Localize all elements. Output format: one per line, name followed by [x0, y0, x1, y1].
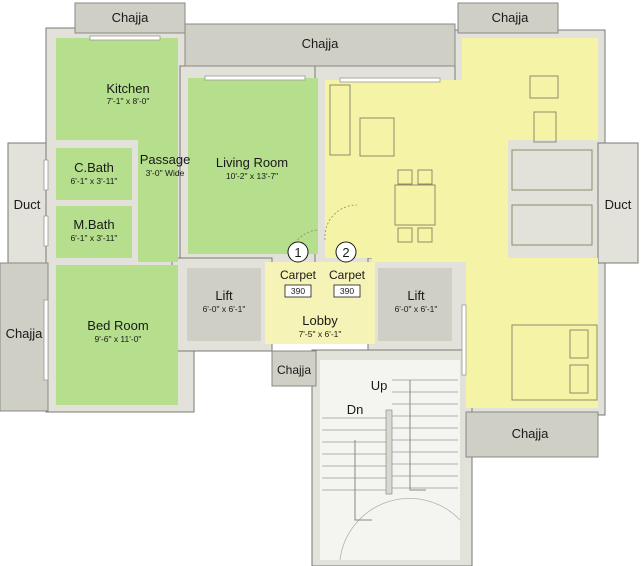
lobby-area — [265, 262, 375, 344]
unit-1-number: 1 — [294, 245, 301, 260]
bedroom-window — [43, 299, 49, 381]
unit-2-marker — [335, 241, 357, 263]
living-room-area — [188, 78, 318, 254]
lift-right-area — [378, 268, 452, 341]
right-bedroom-window — [461, 304, 467, 376]
passage-name: Passage — [140, 152, 191, 167]
duct-right-wall — [597, 142, 639, 264]
chajja-top-right-label: Chajja — [492, 10, 530, 25]
unit-1-area: 390 — [291, 286, 305, 296]
bedroom-area — [56, 265, 178, 405]
unit-1-carpet-label: Carpet — [280, 268, 317, 282]
chajja-left — [0, 262, 49, 412]
lobby-name: Lobby — [302, 313, 338, 328]
right-living-window — [339, 77, 441, 83]
mbath-area — [56, 206, 132, 258]
lift-right-dim: 6'-0" x 6'-1" — [395, 304, 438, 314]
chajja-bottom-right-label: Chajja — [512, 426, 550, 441]
stair-treads — [322, 379, 461, 561]
unit-1-area-box — [284, 284, 312, 298]
duct-left-wall — [7, 142, 49, 264]
kitchen-dim: 7'-1" x 8'-0" — [107, 96, 150, 106]
lobby-dim: 7'-5" x 6'-1" — [299, 329, 342, 339]
kitchen-area — [56, 38, 178, 140]
passage-dim: 3'-0" Wide — [146, 168, 185, 178]
unit-2-carpet-label: Carpet — [329, 268, 366, 282]
kitchen-name: Kitchen — [106, 81, 149, 96]
living-window — [204, 75, 306, 81]
right-unit-furniture — [329, 75, 598, 401]
cbath-name: C.Bath — [74, 160, 114, 175]
duct-right-label: Duct — [605, 197, 632, 212]
kitchen-window — [89, 35, 161, 41]
cbath-dim: 6'-1" x 3'-11" — [71, 176, 118, 186]
cbath-area — [56, 148, 132, 200]
unit-1-marker — [287, 241, 309, 263]
mbath-window — [43, 215, 49, 247]
bedroom-name: Bed Room — [87, 318, 148, 333]
living-room-name: Living Room — [216, 155, 288, 170]
lift-left-area — [187, 268, 261, 341]
chajja-bottom-center-label: Chajja — [277, 363, 311, 377]
right-unit-area — [325, 38, 598, 408]
chajja-left-label: Chajja — [6, 326, 44, 341]
chajja-bottom-center — [271, 350, 317, 387]
stair-up-label: Up — [371, 378, 388, 393]
lift-left-dim: 6'-0" x 6'-1" — [203, 304, 246, 314]
cbath-window — [43, 159, 49, 191]
passage-area — [138, 138, 178, 262]
chajja-top-center-label: Chajja — [302, 36, 340, 51]
living-room-dim: 10'-2" x 13'-7" — [226, 171, 278, 181]
stair-down-arrow — [354, 440, 372, 521]
right-entry-door-swing — [324, 204, 358, 241]
duct-left-label: Duct — [14, 197, 41, 212]
lift-left-name: Lift — [215, 288, 233, 303]
stair-up-arrow — [409, 380, 426, 491]
mbath-dim: 6'-1" x 3'-11" — [71, 233, 118, 243]
bedroom-dim: 9'-6" x 11'-0" — [95, 334, 142, 344]
lift-right-name: Lift — [407, 288, 425, 303]
unit-2-area-box — [333, 284, 361, 298]
chajja-top-left — [74, 2, 186, 34]
chajja-bottom-right — [465, 411, 599, 458]
chajja-top-right — [457, 2, 559, 34]
chajja-top-left-label: Chajja — [112, 10, 150, 25]
chajja-top-center — [184, 23, 456, 67]
mbath-name: M.Bath — [73, 217, 114, 232]
stair-down-label: Dn — [347, 402, 364, 417]
unit-2-area: 390 — [340, 286, 354, 296]
unit-2-number: 2 — [342, 245, 349, 260]
